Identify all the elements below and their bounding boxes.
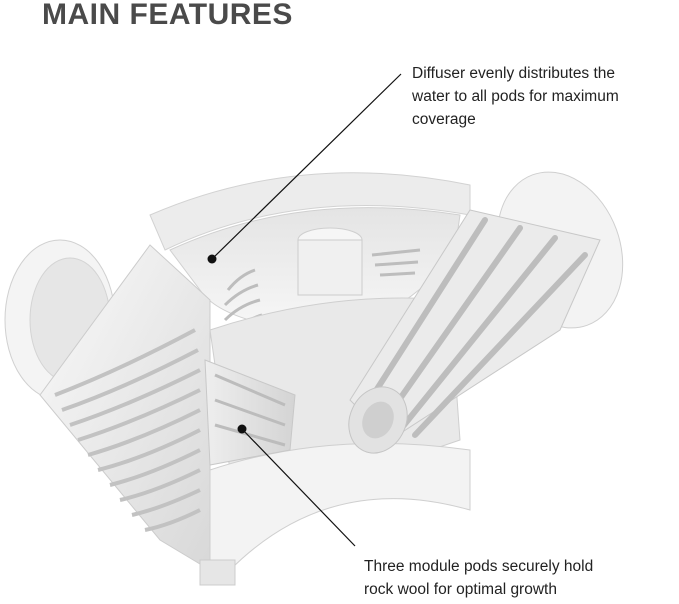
leader-dots (207, 254, 247, 434)
diffuser-callout-line: water to all pods for maximum (412, 88, 619, 105)
pods-leader-dot (237, 424, 247, 434)
diffuser-callout-line: coverage (412, 111, 476, 128)
pods-callout-line: rock wool for optimal growth (364, 581, 557, 598)
leader-lines (211, 73, 402, 547)
page-title: MAIN FEATURES (42, 0, 293, 31)
pods-callout: Three module pods securely hold rock woo… (364, 555, 664, 601)
diffuser-callout: Diffuser evenly distributes the water to… (412, 62, 674, 131)
diffuser-callout-line: Diffuser evenly distributes the (412, 65, 616, 82)
front-pod (204, 359, 296, 466)
cone-rim (149, 172, 471, 251)
diffuser-leader-dot (207, 254, 217, 264)
ribbed-wall (39, 244, 211, 571)
base-tabs (199, 559, 236, 586)
pods-leader-line (241, 428, 356, 547)
pods-callout-line: Three module pods securely hold (364, 558, 594, 575)
right-pod (348, 171, 624, 454)
diffuser-leader-line (211, 73, 402, 260)
